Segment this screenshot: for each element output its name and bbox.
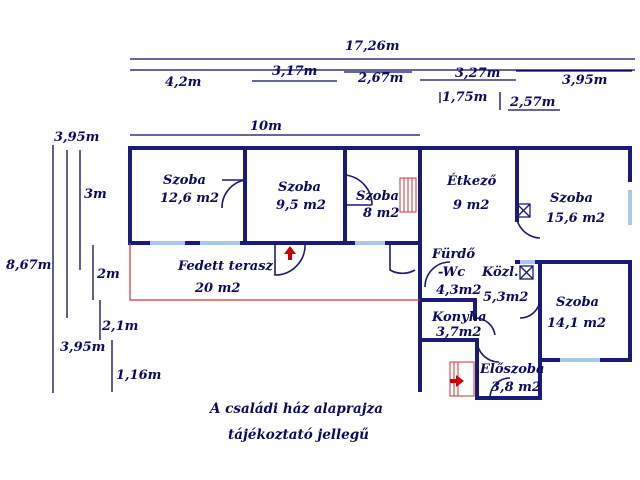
dim-left-6: 3,95m (60, 340, 105, 355)
dim-ten: 10m (250, 119, 282, 134)
room-7-area: -Wc (438, 265, 465, 280)
room-7-name: Fürdő (431, 247, 475, 262)
caption-line-1: A családi ház alaprajza (208, 401, 383, 417)
room-11-name: Előszoba (479, 362, 544, 377)
dim-top-1: 4,2m (165, 75, 201, 90)
windows (150, 190, 632, 362)
dim-total: 17,26m (345, 39, 399, 54)
room-7-bath-area: 4,3m2 (436, 283, 481, 298)
room-3-name: Szoba (356, 189, 399, 204)
room-8-name: Közl. (481, 265, 519, 280)
room-labels: Szoba 12,6 m2 Szoba 9,5 m2 Szoba 8 m2 Ét… (160, 173, 606, 395)
room-1-area: 12,6 m2 (160, 191, 219, 206)
room-10-area: 3,7m2 (436, 325, 481, 340)
dim-left-5: 2,1m (101, 319, 138, 334)
caption-line-2: tájékoztató jellegű (228, 427, 369, 443)
room-5-area: 15,6 m2 (546, 211, 605, 226)
dim-left-7: 1,16m (116, 368, 161, 383)
room-11-area: 3,8 m2 (491, 380, 541, 395)
dimension-labels: 17,26m 4,2m 3,17m 2,67m 3,27m 3,95m 1,75… (6, 39, 607, 383)
dimension-lines (52, 58, 635, 393)
caption: A családi ház alaprajza tájékoztató jell… (208, 401, 383, 443)
room-2-name: Szoba (278, 180, 321, 195)
dim-top-5: 3,95m (562, 73, 607, 88)
dim-top-6: 1,75m (442, 90, 487, 105)
dim-left-4: 2m (96, 267, 120, 282)
room-4-area: 9 m2 (453, 198, 489, 213)
room-4-name: Étkező (446, 173, 497, 189)
room-10-name: Konyha (431, 310, 487, 325)
room-9-area: 14,1 m2 (547, 316, 606, 331)
terrace-outline (129, 243, 420, 301)
dim-top-4: 3,27m (455, 66, 500, 81)
dim-top-2: 3,17m (272, 64, 317, 79)
room-5-name: Szoba (550, 191, 593, 206)
room-8-area: 5,3m2 (483, 290, 528, 305)
dim-left-3: 8,67m (6, 258, 51, 273)
door-swings (221, 174, 541, 399)
room-9-name: Szoba (556, 295, 599, 310)
dim-top-3: 2,67m (357, 71, 403, 86)
room-1-name: Szoba (163, 173, 206, 188)
dim-top-7: 2,57m (509, 95, 555, 110)
entrance-arrow-icon (284, 246, 464, 387)
room-3-area: 8 m2 (363, 206, 399, 221)
dim-left-1: 3,95m (54, 130, 99, 145)
room-2-area: 9,5 m2 (276, 198, 326, 213)
dim-left-2: 3m (84, 187, 107, 202)
room-6-name: Fedett terasz (177, 259, 274, 274)
chimney-icon (516, 203, 534, 280)
room-6-area: 20 m2 (194, 281, 240, 296)
